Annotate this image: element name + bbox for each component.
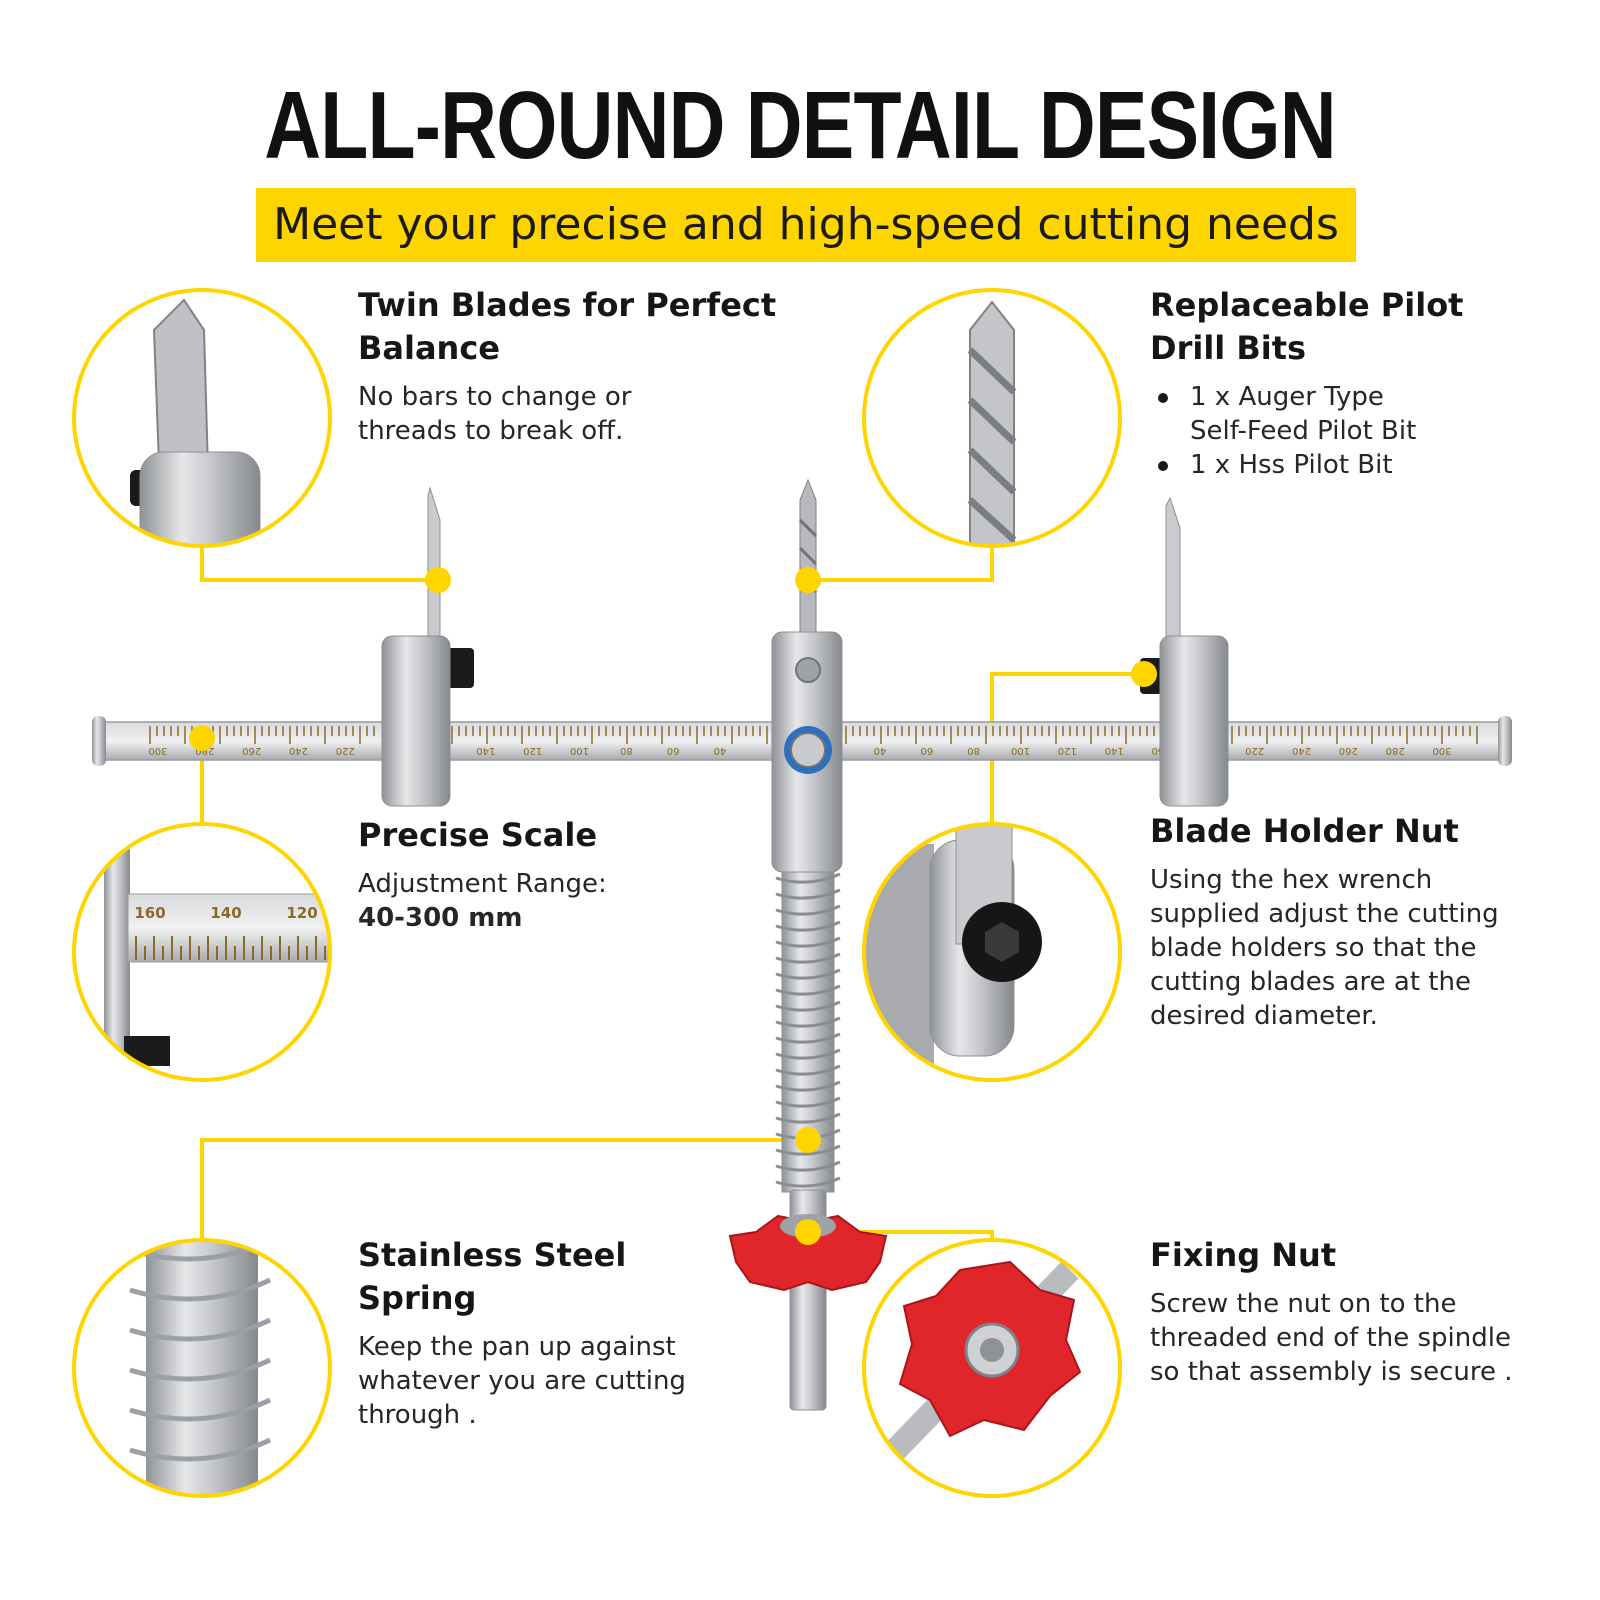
detail-circle-scale: 160 140 120 — [72, 822, 332, 1082]
callout-line-fixing-nut — [808, 1230, 994, 1240]
feature-scale: Precise Scale Adjustment Range: 40-300 m… — [358, 814, 758, 935]
feature-title: Twin Blades for Perfect Balance — [358, 286, 777, 367]
feature-title: Fixing Nut — [1150, 1236, 1337, 1274]
spring-coil — [129, 1437, 272, 1462]
dot-pilot-bits — [795, 567, 821, 593]
zoom-tick-label: 120 — [286, 904, 317, 922]
spring-coil — [129, 1397, 272, 1422]
feature-description: Using the hex wrench supplied adjust the… — [1150, 865, 1499, 1031]
spring-coil — [775, 1176, 841, 1188]
scale-tick-label: 60 — [667, 745, 680, 756]
spring-coil — [129, 1317, 272, 1342]
page-title: ALL-ROUND DETAIL DESIGN — [264, 72, 1336, 179]
spring-coil — [775, 1144, 841, 1156]
bullet-item: 1 x Hss Pilot Bit — [1150, 448, 1480, 482]
spring-coil — [775, 936, 841, 948]
feature-title: Precise Scale — [358, 816, 598, 854]
feature-title: Replaceable Pilot Drill Bits — [1150, 286, 1464, 367]
callout-dots — [189, 567, 1157, 1245]
scale-tick-label: 280 — [1386, 745, 1405, 756]
spring-coil — [775, 904, 841, 916]
feature-blade-holder: Blade Holder Nut Using the hex wrench su… — [1150, 810, 1520, 1033]
scale-tick-label: 120 — [1058, 745, 1077, 756]
scale-tick-label: 240 — [289, 745, 308, 756]
dot-scale — [189, 725, 215, 751]
feature-twin-blades: Twin Blades for Perfect Balance No bars … — [358, 284, 778, 448]
scale-tick-label: 220 — [1245, 745, 1264, 756]
scale-tick-label: 120 — [523, 745, 542, 756]
scale-tick-label: 300 — [1432, 745, 1451, 756]
scale-tick-label: 240 — [1292, 745, 1311, 756]
spring-coil — [775, 952, 841, 964]
spring-coil — [775, 1112, 841, 1124]
spring-coil — [775, 888, 841, 900]
scale-tick-label: 100 — [1011, 745, 1030, 756]
center-drill-bit — [798, 478, 818, 637]
right-blade-holder — [1140, 496, 1229, 807]
scale-tick-label: 140 — [476, 745, 495, 756]
center-spindle — [771, 631, 843, 1411]
feature-range: 40-300 mm — [358, 903, 523, 933]
callout-line-blade-holder — [990, 672, 1144, 824]
feature-description: Keep the pan up against whatever you are… — [358, 1332, 686, 1430]
feature-description: Screw the nut on to the threaded end of … — [1150, 1289, 1513, 1387]
spring-coil — [775, 1016, 841, 1028]
dot-spring — [795, 1127, 821, 1153]
subtitle-banner-bg — [256, 188, 1356, 262]
feature-title: Blade Holder Nut — [1150, 812, 1459, 850]
detail-circle-spring — [72, 1238, 332, 1498]
scale-tick-label: 260 — [242, 745, 261, 756]
scale-tick-label: 140 — [1105, 745, 1124, 756]
spring-coil — [775, 968, 841, 980]
detail-circle-blade — [72, 288, 332, 548]
spring-coil — [775, 1080, 841, 1092]
spring-coil — [775, 1160, 841, 1172]
spring-coil — [775, 1096, 841, 1108]
bullet-list: 1 x Auger Type Self-Feed Pilot Bit 1 x H… — [1150, 380, 1480, 482]
dot-fixing-nut — [795, 1219, 821, 1245]
feature-pilot-bits: Replaceable Pilot Drill Bits 1 x Auger T… — [1150, 284, 1480, 482]
subtitle-banner: Meet your precise and high-speed cutting… — [256, 188, 1356, 262]
spring-coil — [775, 872, 841, 884]
spring-coil — [775, 984, 841, 996]
scale-tick-label: 220 — [336, 745, 355, 756]
scale-icon — [127, 893, 330, 963]
callout-line-pilot-bits — [808, 546, 994, 582]
zoom-tick-label: 160 — [134, 904, 165, 922]
detail-circle-blade-holder — [862, 822, 1122, 1082]
feature-spring: Stainless Steel Spring Keep the pan up a… — [358, 1234, 718, 1432]
detail-circle-drill-bit — [862, 288, 1122, 548]
spring-coil — [775, 1048, 841, 1060]
feature-title: Stainless Steel Spring — [358, 1236, 627, 1317]
callout-line-twin-blades — [200, 546, 438, 582]
dot-blade-holder — [1131, 661, 1157, 687]
callout-line-spring — [200, 1138, 808, 1240]
scale-tick-label: 80 — [620, 745, 633, 756]
scale-tick-label: 100 — [570, 745, 589, 756]
subtitle-text: Meet your precise and high-speed cutting… — [273, 199, 1339, 250]
scale-tick-label: 300 — [148, 745, 167, 756]
feature-description-wrap: Adjustment Range: 40-300 mm — [358, 867, 758, 935]
scale-tick-label: 40 — [874, 745, 887, 756]
feature-description: Adjustment Range: — [358, 869, 607, 899]
zoom-tick-label: 140 — [210, 904, 241, 922]
feature-description: No bars to change or threads to break of… — [358, 382, 632, 446]
spring-coil — [129, 1277, 272, 1302]
spring-coil — [775, 1032, 841, 1044]
scale-tick-label: 80 — [967, 745, 980, 756]
spring-coil — [775, 1000, 841, 1012]
scale-tick-label: 60 — [920, 745, 933, 756]
spring-coil — [129, 1357, 272, 1382]
spring-coil — [775, 1064, 841, 1076]
left-blade-holder — [381, 486, 474, 807]
feature-fixing-nut: Fixing Nut Screw the nut on to the threa… — [1150, 1234, 1520, 1389]
scale-tick-label: 40 — [714, 745, 727, 756]
scale-tick-label: 260 — [1339, 745, 1358, 756]
bullet-item: 1 x Auger Type Self-Feed Pilot Bit — [1150, 380, 1440, 448]
dot-twin-blades — [425, 567, 451, 593]
spring-coil — [775, 920, 841, 932]
detail-circle-fixing-nut — [862, 1238, 1122, 1498]
